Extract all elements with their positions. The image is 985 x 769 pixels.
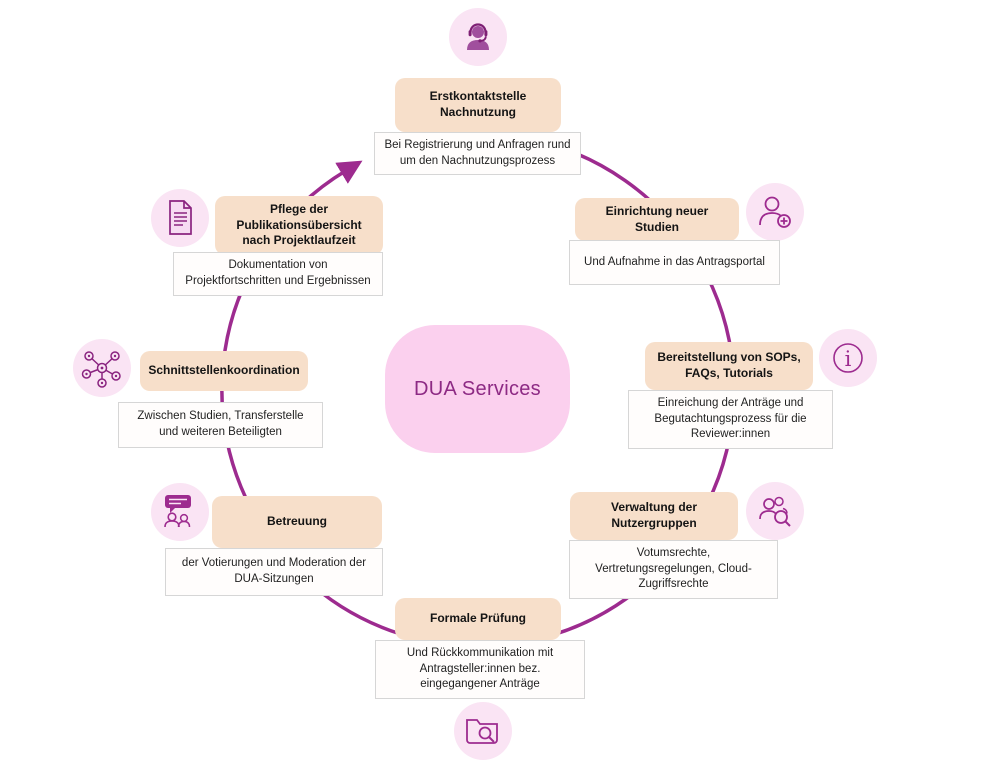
node-description-pflege: Dokumentation von Projektfortschritten u…: [173, 252, 383, 296]
node-title-erstkontaktstelle: Erstkontaktstelle Nachnutzung: [395, 78, 561, 132]
chat-users-icon: [151, 483, 209, 541]
node-title-formale-pruefung: Formale Prüfung: [395, 598, 561, 640]
users-search-icon: [746, 482, 804, 540]
person-add-icon: [746, 183, 804, 241]
diagram-center: DUA Services: [385, 325, 570, 453]
node-title-einrichtung: Einrichtung neuer Studien: [575, 198, 739, 242]
diagram-title: DUA Services: [414, 377, 541, 400]
node-title-bereitstellung: Bereitstellung von SOPs, FAQs, Tutorials: [645, 342, 813, 390]
node-description-einrichtung: Und Aufnahme in das Antragsportal: [569, 240, 780, 285]
folder-search-icon: [454, 702, 512, 760]
node-description-schnittstellen: Zwischen Studien, Transferstelle und wei…: [118, 402, 323, 448]
node-description-betreuung: der Votierungen und Moderation der DUA-S…: [165, 548, 383, 596]
node-title-betreuung: Betreuung: [212, 496, 382, 548]
node-description-verwaltung: Votumsrechte, Vertretungsregelungen, Clo…: [569, 540, 778, 599]
node-title-pflege: Pflege der Publikationsübersicht nach Pr…: [215, 196, 383, 255]
info-icon: i: [819, 329, 877, 387]
headset-agent-icon: [449, 8, 507, 66]
node-title-schnittstellen: Schnittstellenkoordination: [140, 351, 308, 391]
svg-text:i: i: [845, 347, 852, 371]
node-description-erstkontaktstelle: Bei Registrierung und Anfragen rund um d…: [374, 132, 581, 176]
document-icon: [151, 189, 209, 247]
node-title-verwaltung: Verwaltung der Nutzergruppen: [570, 492, 738, 540]
node-description-bereitstellung: Einreichung der Anträge und Begutachtung…: [628, 390, 833, 449]
network-icon: [73, 339, 131, 397]
node-description-formale-pruefung: Und Rückkommunikation mit Antragsteller:…: [375, 640, 585, 699]
